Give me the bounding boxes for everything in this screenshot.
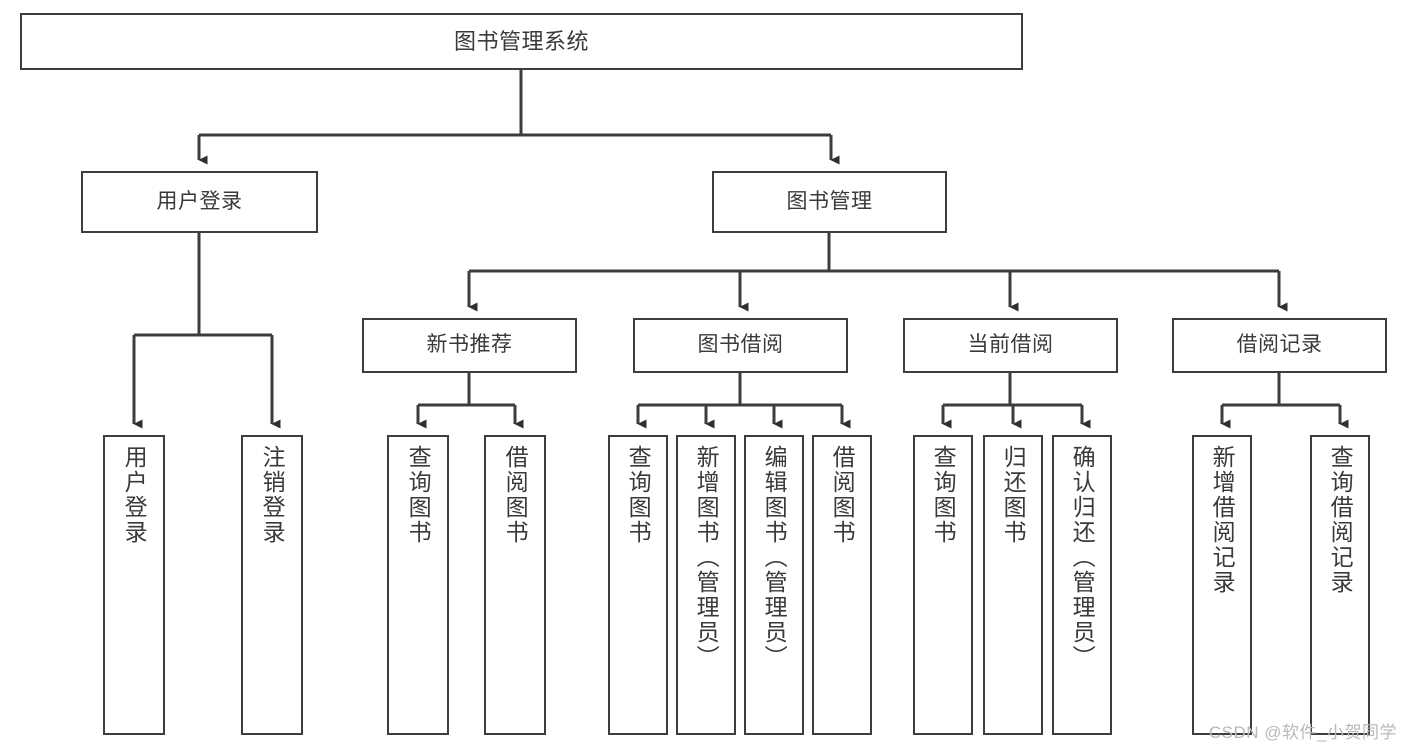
leaf-logout[interactable]: 注销登录 bbox=[241, 435, 303, 735]
leaf-return-book[interactable]: 归还图书 bbox=[983, 435, 1043, 735]
node-current-borrow[interactable]: 当前借阅 bbox=[903, 318, 1118, 373]
leaf-edit-book[interactable]: 编辑图书（管理员） bbox=[744, 435, 804, 735]
node-new-book-rec-label: 新书推荐 bbox=[426, 333, 513, 357]
leaf-confirm-return[interactable]: 确认归还（管理员） bbox=[1052, 435, 1112, 735]
leaf-add-record-label: 新增借阅记录 bbox=[1209, 445, 1236, 595]
node-borrow-record[interactable]: 借阅记录 bbox=[1172, 318, 1387, 373]
leaf-logout-label: 注销登录 bbox=[259, 445, 286, 545]
leaf-query-book-2-label: 查询图书 bbox=[625, 445, 652, 545]
leaf-return-book-label: 归还图书 bbox=[1000, 445, 1027, 545]
node-book-borrow[interactable]: 图书借阅 bbox=[633, 318, 848, 373]
node-new-book-rec[interactable]: 新书推荐 bbox=[362, 318, 577, 373]
leaf-query-book-1[interactable]: 查询图书 bbox=[387, 435, 449, 735]
node-book-borrow-label: 图书借阅 bbox=[697, 333, 784, 357]
leaf-borrow-book-1[interactable]: 借阅图书 bbox=[484, 435, 546, 735]
leaf-borrow-book-1-label: 借阅图书 bbox=[502, 445, 529, 545]
node-borrow-record-label: 借阅记录 bbox=[1236, 333, 1323, 357]
leaf-query-book-2[interactable]: 查询图书 bbox=[608, 435, 668, 735]
node-root-label: 图书管理系统 bbox=[453, 28, 589, 54]
watermark-text: CSDN @软件_小贺同学 bbox=[1208, 723, 1397, 742]
node-root[interactable]: 图书管理系统 bbox=[20, 13, 1023, 70]
leaf-user-login[interactable]: 用户登录 bbox=[103, 435, 165, 735]
leaf-user-login-label: 用户登录 bbox=[121, 445, 148, 545]
node-user-login-label: 用户登录 bbox=[156, 189, 243, 213]
leaf-query-book-3-label: 查询图书 bbox=[930, 445, 957, 545]
node-book-manage-label: 图书管理 bbox=[786, 189, 873, 213]
leaf-query-record-label: 查询借阅记录 bbox=[1327, 445, 1354, 595]
leaf-query-record[interactable]: 查询借阅记录 bbox=[1310, 435, 1370, 735]
leaf-borrow-book-2-label: 借阅图书 bbox=[829, 445, 856, 545]
leaf-borrow-book-2[interactable]: 借阅图书 bbox=[812, 435, 872, 735]
leaf-add-record[interactable]: 新增借阅记录 bbox=[1192, 435, 1252, 735]
node-book-manage[interactable]: 图书管理 bbox=[712, 171, 947, 233]
leaf-query-book-3[interactable]: 查询图书 bbox=[913, 435, 973, 735]
leaf-confirm-return-label: 确认归还（管理员） bbox=[1069, 445, 1096, 670]
leaf-query-book-1-label: 查询图书 bbox=[405, 445, 432, 545]
leaf-edit-book-label: 编辑图书（管理员） bbox=[761, 445, 788, 670]
leaf-add-book[interactable]: 新增图书（管理员） bbox=[676, 435, 736, 735]
node-user-login[interactable]: 用户登录 bbox=[81, 171, 318, 233]
node-current-borrow-label: 当前借阅 bbox=[967, 333, 1054, 357]
leaf-add-book-label: 新增图书（管理员） bbox=[693, 445, 720, 670]
